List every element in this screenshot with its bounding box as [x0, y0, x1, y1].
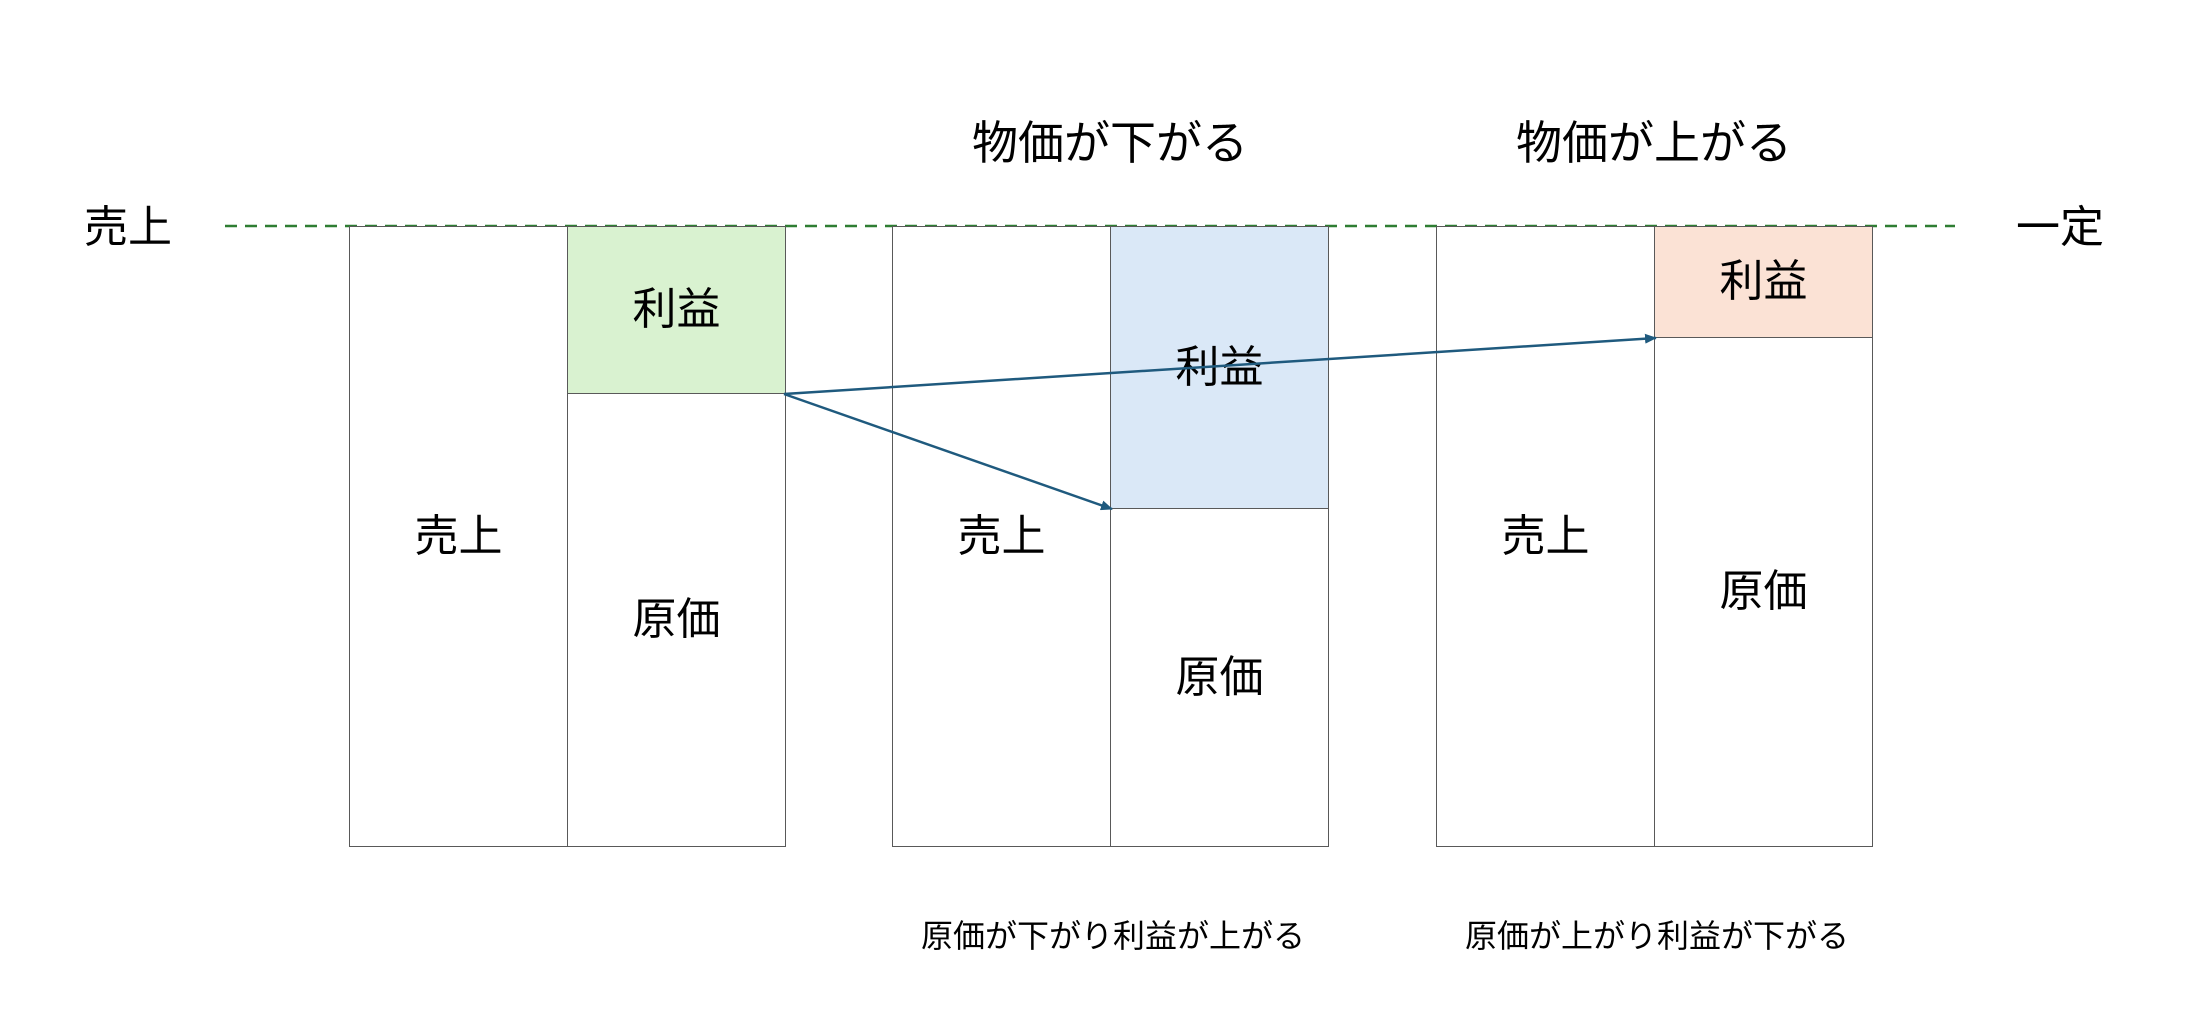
profit-box: 利益	[1110, 226, 1329, 509]
sales-label: 売上	[414, 510, 503, 562]
cost-label: 原価	[1175, 651, 1264, 703]
sales-label: 売上	[957, 510, 1046, 562]
profit-label: 利益	[1719, 256, 1808, 307]
cost-box: 原価	[1110, 508, 1329, 847]
scenario-title-price-up: 物価が上がる	[1516, 116, 1792, 170]
scenario-title-price-down: 物価が下がる	[972, 116, 1248, 170]
sales-box: 売上	[892, 226, 1111, 847]
cost-box: 原価	[567, 393, 786, 847]
profit-label: 利益	[1175, 341, 1264, 393]
cost-label: 原価	[1719, 566, 1808, 617]
cost-box: 原価	[1654, 337, 1873, 847]
profit-box: 利益	[567, 226, 786, 394]
sales-line-right-label: 一定	[2016, 202, 2104, 253]
profit-box: 利益	[1654, 226, 1873, 338]
sales-line-left-label: 売上	[84, 202, 172, 253]
sales-box: 売上	[1436, 226, 1655, 847]
cost-label: 原価	[632, 594, 721, 645]
caption-price-up: 原価が上がり利益が下がる	[1464, 917, 1850, 955]
caption-price-down: 原価が下がり利益が上がる	[920, 917, 1306, 955]
profit-label: 利益	[632, 284, 721, 335]
sales-label: 売上	[1501, 510, 1590, 562]
sales-box: 売上	[349, 226, 568, 847]
